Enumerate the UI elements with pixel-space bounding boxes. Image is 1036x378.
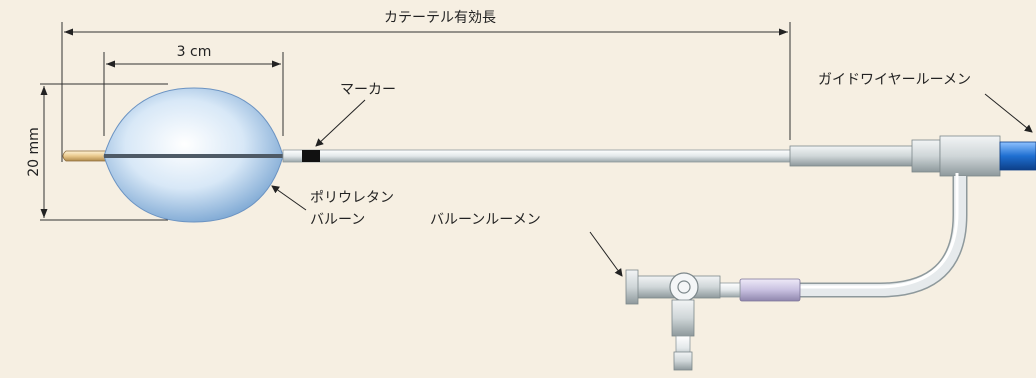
catheter-shaft <box>282 149 794 163</box>
stopcock-handle <box>669 272 699 302</box>
hub-collar <box>911 139 941 173</box>
balloon-diameter-dimension: 20 mm <box>26 83 168 221</box>
hub-tube <box>789 145 921 167</box>
guidewire-lumen-callout: ガイドワイヤールーメン <box>818 72 1033 133</box>
effective-length-dimension: カテーテル有効長 <box>61 10 791 162</box>
catheter-distal <box>62 87 794 223</box>
balloon-diameter-label: 20 mm <box>26 127 42 177</box>
catheter-tip <box>62 150 109 162</box>
guidewire-lumen-label: ガイドワイヤールーメン <box>818 72 971 88</box>
balloon-material-label-1: ポリウレタン <box>310 190 394 206</box>
balloon-length-dimension: 3 cm <box>103 44 284 136</box>
effective-length-label: カテーテル有効長 <box>384 10 496 26</box>
balloon-lumen-arm <box>625 173 968 371</box>
inner-shaft <box>104 154 284 158</box>
balloon-lumen-callout: バルーンルーメン <box>430 212 623 277</box>
balloon-material-label-2: バルーン <box>310 212 365 228</box>
y-connector <box>939 135 1001 177</box>
marker-band <box>302 150 320 162</box>
balloon-material-callout: ポリウレタン バルーン <box>271 185 394 228</box>
marker-label: マーカー <box>340 82 396 98</box>
purple-hub <box>739 278 801 302</box>
catheter-hub <box>789 135 1036 177</box>
stopcock-luer <box>625 269 639 305</box>
stopcock-port <box>673 351 693 371</box>
guidewire-port <box>999 141 1036 171</box>
stopcock-stem <box>671 299 695 337</box>
balloon-length-label: 3 cm <box>177 44 212 60</box>
balloon-lumen-label: バルーンルーメン <box>430 212 541 228</box>
marker-callout: マーカー <box>315 82 396 147</box>
